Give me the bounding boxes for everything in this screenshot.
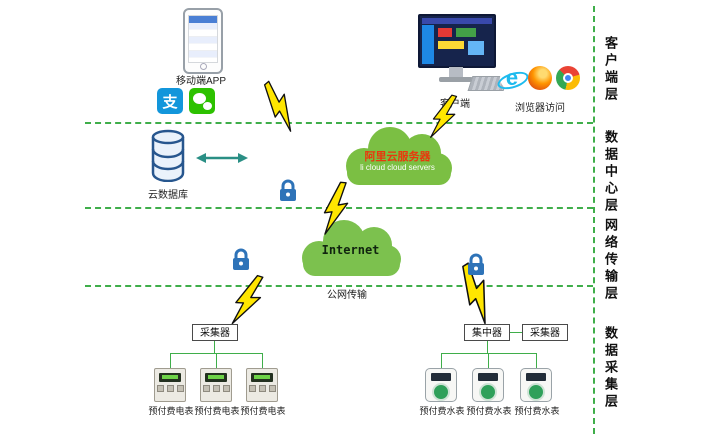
concentrator-box: 集中器 [464,324,510,341]
layer-label-client: 客户端层 [603,36,618,104]
browser-access-label: 浏览器访问 [515,103,565,114]
cloud-db-label: 云数据库 [148,190,188,201]
water-meter-icon [520,368,552,402]
electric-meter-icon [246,368,278,402]
internet-cloud-shape [302,220,401,276]
lightning-bolt-collector [231,274,264,325]
desktop-client-icon [418,14,509,96]
layer-label-datacenter: 数据中心层 [603,130,618,215]
connector-line [214,341,215,353]
phone-screen [188,15,218,63]
monitor-screen [418,14,496,68]
layer-label-collection: 数据采集层 [603,326,618,411]
connector-line [487,341,488,353]
electric-meter-label: 预付费电表 [194,406,240,416]
mobile-phone-icon [183,8,223,74]
mobile-app-label: 移动端APP [175,76,226,87]
collector-right-box: 采集器 [522,324,568,341]
double-arrow-icon [196,153,248,163]
lightning-bolt-cloud-internet [323,181,349,235]
lock-icon-datacenter [280,179,296,201]
alipay-glyph: 支 [162,93,178,111]
lock-icon-network-right [468,253,484,275]
lightning-bolt-mobile [263,80,292,132]
water-meter-label: 预付费水表 [466,406,512,416]
water-meter-icon [472,368,504,402]
electric-meter-icon [200,368,232,402]
connector-line [510,332,522,333]
connector-line [441,353,442,368]
layer-divider-network [85,285,593,287]
lock-icon-network-left [233,248,249,270]
water-meter-icon [425,368,457,402]
public-network-label: 公网传输 [327,290,367,301]
collector-left-box: 采集器 [192,324,238,341]
right-divider [593,6,595,434]
lightning-bolt-client [430,94,458,138]
connector-line [216,353,217,368]
internet-cloud: Internet [287,216,414,282]
firefox-browser-icon [528,66,552,90]
layer-divider-client [85,122,593,124]
client-label: 客户端 [440,99,470,110]
electric-meter-label: 预付费电表 [240,406,286,416]
internet-label: Internet [321,243,380,257]
connector-line [262,353,263,368]
connector-line [488,353,489,368]
electric-meter-icon [154,368,186,402]
electric-meter-label: 预付费电表 [148,406,194,416]
ali-cloud-title: 阿里云服务器 [364,151,431,163]
ali-cloud-server: 阿里云服务器 li cloud cloud servers [330,122,465,192]
water-meter-label: 预付费水表 [514,406,560,416]
ali-cloud-subtitle: li cloud cloud servers [360,163,435,172]
wechat-icon [189,88,215,114]
water-meter-label: 预付费水表 [419,406,465,416]
ie-glyph: e [505,65,519,90]
cloud-database-icon [151,129,185,182]
ali-cloud-shape [346,127,452,185]
alipay-icon: 支 [157,88,183,114]
layer-label-network: 网络传输层 [603,218,618,303]
chrome-browser-icon [556,66,580,90]
connector-line [536,353,537,368]
ie-browser-icon: e [500,66,524,90]
connector-line [170,353,171,368]
